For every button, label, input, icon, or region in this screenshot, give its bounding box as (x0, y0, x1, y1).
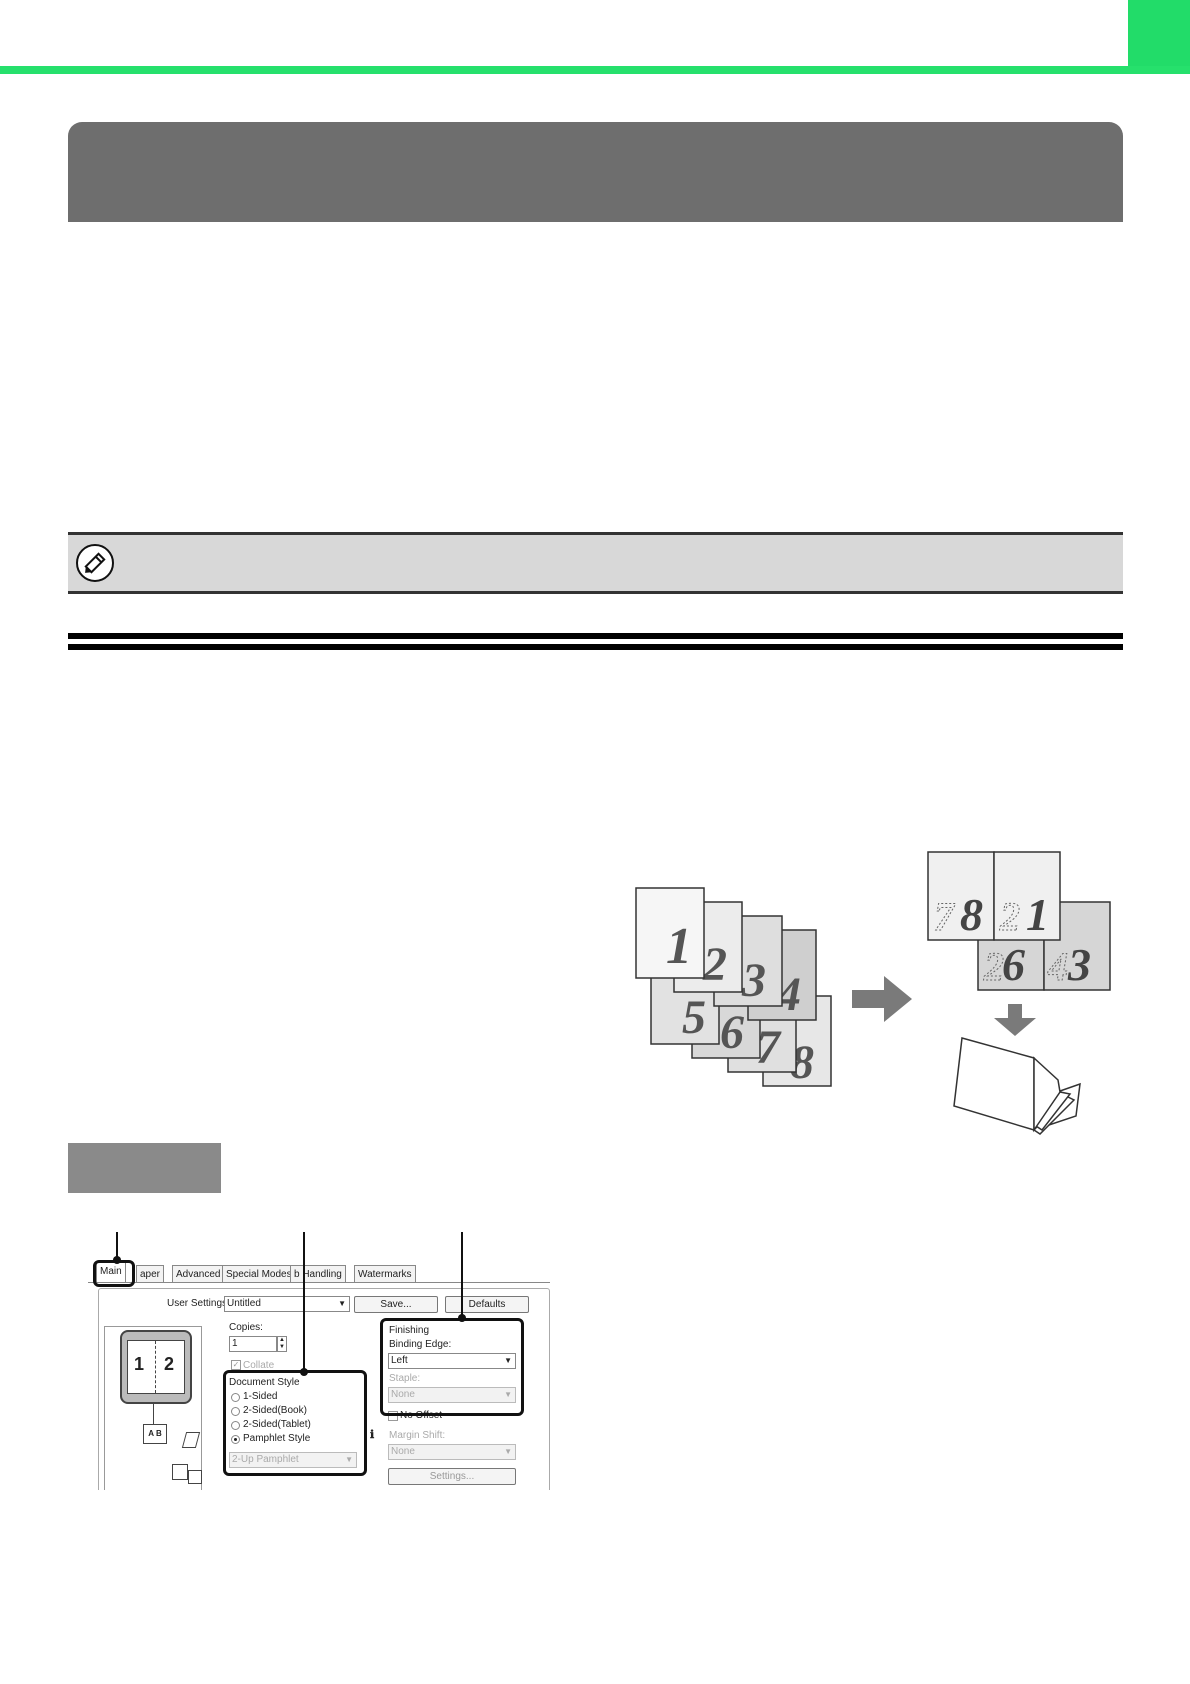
chevron-down-icon: ▼ (504, 1447, 512, 1456)
tab-watermarks[interactable]: Watermarks (354, 1265, 416, 1282)
save-button[interactable]: Save... (354, 1296, 438, 1313)
svg-text:6: 6 (720, 1006, 744, 1059)
finishing-title: Finishing (389, 1325, 430, 1336)
radio-1-sided-label: 1-Sided (243, 1391, 278, 1402)
margin-shift-select[interactable]: None▼ (388, 1444, 516, 1460)
pages-icon-2 (188, 1470, 202, 1484)
section-divider-thick (68, 633, 1123, 639)
folded-booklet-icon (953, 1037, 1081, 1135)
document-style-title: Document Style (229, 1377, 300, 1388)
radio-1-sided[interactable] (231, 1393, 240, 1402)
page-corner-tab (1128, 0, 1190, 74)
margin-shift-label: Margin Shift: (389, 1430, 446, 1441)
step-label-block (68, 1143, 221, 1193)
source-page-1: 1 (635, 887, 705, 979)
callout-document-style (223, 1370, 367, 1476)
callout-main-tab (93, 1260, 135, 1287)
result-sheet-top: 8 1 7 2 (927, 851, 1061, 941)
no-offset-checkbox[interactable] (388, 1411, 398, 1421)
section-divider-thin (68, 644, 1123, 650)
defaults-button[interactable]: Defaults (445, 1296, 529, 1313)
chevron-down-icon: ▼ (504, 1356, 512, 1365)
pencil-icon (76, 544, 114, 582)
pamphlet-select[interactable]: 2-Up Pamphlet▼ (229, 1452, 357, 1468)
svg-text:2: 2 (702, 938, 727, 991)
radio-2-sided-tablet[interactable] (231, 1421, 240, 1430)
svg-text:3: 3 (741, 954, 766, 1007)
binding-edge-label: Binding Edge: (389, 1339, 452, 1350)
copies-label: Copies: (229, 1322, 263, 1333)
radio-2-sided-tablet-label: 2-Sided(Tablet) (243, 1419, 311, 1430)
svg-text:7: 7 (934, 894, 956, 939)
staple-select[interactable]: None▼ (388, 1387, 516, 1403)
svg-text:8: 8 (960, 889, 983, 940)
tab-paper[interactable]: aper (136, 1265, 165, 1282)
preview-connector (153, 1404, 154, 1424)
svg-text:2: 2 (999, 894, 1020, 939)
radio-pamphlet-style[interactable] (231, 1435, 240, 1444)
tab-job-handling[interactable]: b Handling (290, 1265, 346, 1282)
tab-special-modes[interactable]: Special Modes (222, 1265, 296, 1282)
radio-pamphlet-style-label: Pamphlet Style (243, 1433, 311, 1444)
svg-text:3: 3 (1067, 939, 1091, 990)
user-settings-select[interactable]: Untitled▼ (224, 1296, 350, 1312)
section-title-block (68, 122, 1123, 222)
callout-finishing (380, 1318, 524, 1416)
callout-leader-1 (116, 1232, 118, 1260)
svg-text:1: 1 (666, 918, 692, 975)
info-icon: ℹ (370, 1429, 375, 1441)
preview-page-1: 1 (134, 1354, 145, 1374)
preview-sheet: 1 2 (127, 1340, 185, 1394)
radio-2-sided-book-label: 2-Sided(Book) (243, 1405, 307, 1416)
preview-page-2: 2 (164, 1354, 175, 1374)
header-accent-bar (0, 66, 1190, 74)
chevron-down-icon: ▼ (345, 1455, 353, 1464)
callout-leader-3 (461, 1232, 463, 1318)
staple-label: Staple: (389, 1373, 421, 1384)
radio-2-sided-book[interactable] (231, 1407, 240, 1416)
arrow-down-icon (994, 1004, 1036, 1036)
user-settings-label: User Settings: (167, 1298, 230, 1309)
tab-panel (98, 1288, 550, 1490)
collate-label: Collate (243, 1360, 275, 1371)
chevron-down-icon: ▼ (338, 1299, 346, 1308)
copies-input[interactable]: 1 (229, 1336, 277, 1352)
svg-text:1: 1 (1026, 889, 1049, 940)
pages-icon (172, 1464, 188, 1480)
svg-text:6: 6 (1002, 939, 1025, 990)
svg-text:4: 4 (1047, 944, 1068, 989)
callout-dot-2 (300, 1368, 308, 1376)
callout-leader-2 (303, 1232, 305, 1372)
arrow-right-icon (852, 976, 912, 1022)
print-driver-dialog: Main aper Advanced Special Modes b Handl… (88, 1238, 550, 1490)
svg-text:5: 5 (682, 991, 706, 1044)
booklet-icon: A B (143, 1424, 167, 1444)
tab-strip-line (88, 1282, 550, 1283)
settings-button[interactable]: Settings... (388, 1468, 516, 1485)
callout-dot-3 (458, 1314, 466, 1322)
collate-checkbox[interactable]: ✓ (231, 1360, 241, 1370)
tab-advanced[interactable]: Advanced (172, 1265, 225, 1282)
binding-edge-select[interactable]: Left▼ (388, 1353, 516, 1369)
note-bar (68, 532, 1123, 594)
pamphlet-illustration: 8 7 6 5 4 3 2 (630, 848, 1120, 1143)
pamphlet-diagram: 8 7 6 5 4 3 2 (635, 851, 1111, 1135)
callout-dot-1 (113, 1256, 121, 1264)
copies-stepper[interactable]: ▲▼ (277, 1336, 287, 1352)
fold-line (155, 1341, 156, 1393)
svg-text:2: 2 (983, 944, 1004, 989)
chevron-down-icon: ▼ (504, 1390, 512, 1399)
preview-frame: 1 2 (120, 1330, 192, 1404)
